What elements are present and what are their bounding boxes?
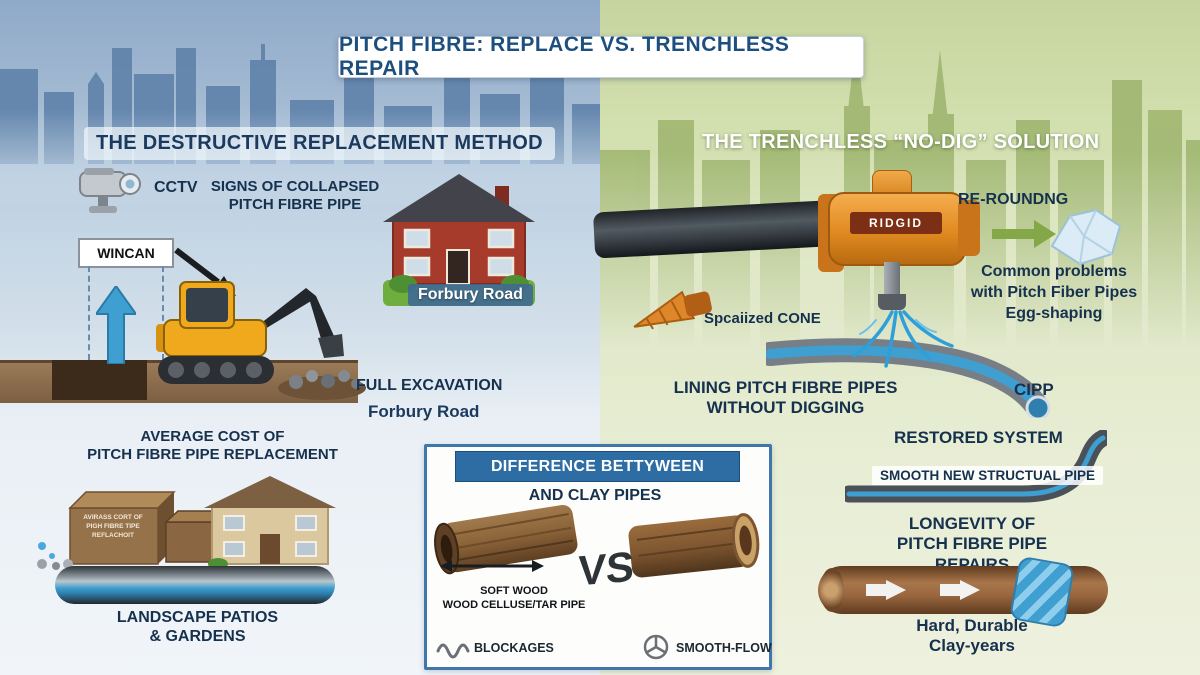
smooth-flow-icon xyxy=(643,634,669,660)
specialized-cone-icon xyxy=(633,290,712,330)
smooth-pipe-label: SMOOTH NEW STRUCTUAL PIPE xyxy=(872,466,1104,485)
clay-pipe-end xyxy=(820,568,844,612)
deformed-pipe-crystal-icon xyxy=(1050,208,1122,266)
ridgid-brand-plate: RIDGID xyxy=(850,212,942,234)
flow-arrow-icon xyxy=(886,580,906,600)
survey-dashed-line xyxy=(162,266,164,360)
machine-nozzle xyxy=(878,294,906,310)
title-banner: PITCH FIBRE: REPLACE VS. TRENCHLESS REPA… xyxy=(338,33,864,80)
smooth-flow-label: SMOOTH-FLOW xyxy=(676,641,772,655)
full-excavation-label: FULL EXCAVATION xyxy=(356,377,503,394)
survey-dashed-line xyxy=(88,266,90,360)
blockages-icon xyxy=(436,643,470,659)
signs-of-collapse-label: SIGNS OF COLLAPSED PITCH FIBRE PIPE xyxy=(210,178,380,213)
road-label: Forbury Road xyxy=(368,402,480,421)
excavator-illustration xyxy=(156,281,344,384)
comparison-subheader: AND CLAY PIPES xyxy=(528,487,662,504)
cctv-camera-icon xyxy=(79,168,141,213)
durable-clay-label: Hard, Durable Clay-years xyxy=(916,616,1028,656)
clay-pipe xyxy=(818,555,1108,629)
re-rounding-machine: RIDGID xyxy=(818,166,982,316)
average-cost-label: AVERAGE COST OF PITCH FIBRE PIPE REPLACE… xyxy=(87,428,338,463)
right-section-header: THE TRENCHLESS “NO-DIG” SOLUTION xyxy=(702,131,1100,153)
diameter-arrow-icon xyxy=(440,560,544,572)
cctv-label: CCTV xyxy=(154,179,198,196)
cone-label: Spcaiized CONE xyxy=(704,310,821,327)
blockages-label: BLOCKAGES xyxy=(474,641,554,655)
machine-stem xyxy=(884,262,900,296)
ridgid-brand-label: RIDGID xyxy=(869,216,923,230)
water-jet-spray xyxy=(852,310,954,368)
up-arrow-icon xyxy=(96,286,136,364)
page-title: PITCH FIBRE: REPLACE VS. TRENCHLESS REPA… xyxy=(339,33,790,80)
wincan-label: WINCAN xyxy=(97,245,155,261)
right-arrow-icon xyxy=(992,220,1056,248)
comparison-panel-header: DIFFERENCE BETTYWEEN xyxy=(455,451,740,482)
brick-inscription: AVIRASS CORT OF PIGH FIBRE TIPE REFLACHO… xyxy=(83,514,143,539)
excavated-pipe xyxy=(55,566,335,604)
flow-arrow-icon xyxy=(940,584,960,596)
re-rounding-label: RE-ROUNDNG xyxy=(958,191,1069,208)
cipp-label: CIPP xyxy=(1014,380,1054,399)
cipp-lined-pipe xyxy=(766,338,1051,418)
restored-system-label: RESTORED SYSTEM xyxy=(894,428,1063,447)
pitch-pipe-material-label: SOFT WOOD WOOD CELLUSE/TAR PIPE xyxy=(442,585,586,612)
excavation-rubble xyxy=(278,370,366,400)
flow-arrow-icon xyxy=(866,584,886,596)
restored-pipe xyxy=(845,430,1107,503)
flow-arrow-icon xyxy=(960,580,980,600)
landscape-gardens-label: LANDSCAPE PATIOS & GARDENS xyxy=(116,609,279,646)
common-problems-label: Common problems with Pitch Fiber Pipes E… xyxy=(970,263,1138,322)
left-section-header: THE DESTRUCTIVE REPLACEMENT METHOD xyxy=(84,127,555,160)
clay-pipe-sample xyxy=(628,513,760,578)
cost-bricks-illustration xyxy=(68,491,223,565)
water-droplets-stones xyxy=(37,542,73,570)
house-road-sign: Forbury Road xyxy=(408,284,533,306)
machine-right-collar xyxy=(958,200,980,256)
lining-label: LINING PITCH FIBRE PIPES WITHOUT DIGGING xyxy=(673,378,898,418)
excavated-trench xyxy=(52,360,147,400)
wincan-badge: WINCAN xyxy=(78,238,174,268)
pitch-fibre-pipe-sample xyxy=(434,504,578,575)
small-house-illustration xyxy=(204,476,336,570)
